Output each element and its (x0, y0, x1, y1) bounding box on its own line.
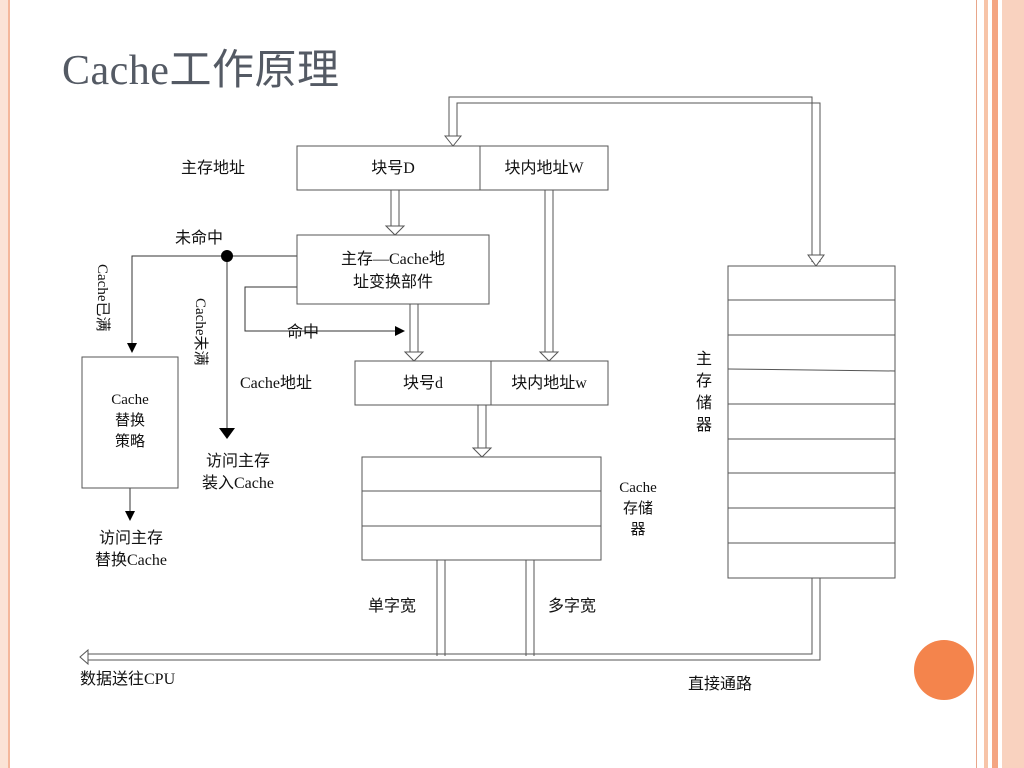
box-block-d (354, 360, 492, 406)
label-hit: 命中 (287, 323, 319, 341)
label-replace-3: 策略 (115, 433, 145, 450)
bus-to-cpu-arrowhead (79, 648, 89, 666)
loop-outer (448, 96, 813, 262)
label-cache-full: Cache已满 (94, 264, 111, 331)
label-main-mem-3: 储 (696, 394, 712, 412)
label-cache-not-full: Cache未满 (192, 298, 209, 365)
label-main-mem-1: 主 (696, 350, 712, 368)
label-block-d: 块号d (403, 374, 443, 392)
label-cache-mem-2: 存储 (623, 500, 653, 517)
box-block-D (296, 145, 481, 191)
hit-line (244, 286, 405, 336)
label-replace-1: Cache (111, 392, 149, 408)
label-single-word: 单字宽 (368, 597, 416, 615)
label-load-2: 装入Cache (202, 474, 274, 492)
arrow-D-transform (390, 190, 400, 226)
box-cache-memory (361, 456, 602, 561)
loop-inner (456, 102, 821, 262)
bus-multi-word (525, 560, 535, 656)
label-load-1: 访问主存 (206, 452, 270, 470)
box-main-memory (727, 265, 896, 579)
box-offset-w (490, 360, 609, 406)
label-cache-mem-1: Cache (619, 480, 657, 496)
label-cache-mem-3: 器 (630, 522, 645, 538)
miss-line (127, 255, 297, 353)
box-offset-W (479, 145, 609, 191)
bus-to-cpu (88, 578, 821, 661)
box-addr-transform (296, 234, 490, 305)
decorative-dot (914, 640, 974, 700)
label-block-D: 块号D (371, 159, 415, 177)
arrow-W-w (544, 190, 554, 352)
arrow-transform-d (409, 304, 419, 352)
label-repl-access-2: 替换Cache (95, 551, 167, 569)
loop-arrowhead-right (807, 254, 825, 267)
label-transform-2: 址变换部件 (353, 273, 433, 291)
box-cache-replace (81, 356, 179, 489)
label-cache-address: Cache地址 (240, 374, 312, 392)
label-direct-path: 直接通路 (688, 675, 752, 693)
slide-frame-left (0, 0, 10, 768)
label-offset-W: 块内地址W (504, 159, 584, 177)
load-arrowhead (219, 428, 235, 439)
label-multi-word: 多字宽 (548, 597, 596, 615)
loop-arrowhead (443, 135, 463, 147)
label-replace-2: 替换 (115, 412, 145, 429)
label-miss: 未命中 (175, 229, 223, 247)
label-to-cpu: 数据送往CPU (80, 670, 176, 688)
miss-junction (221, 250, 233, 262)
label-main-mem-4: 器 (696, 416, 712, 434)
label-main-mem-2: 存 (696, 372, 712, 390)
slide-frame-right (976, 0, 1024, 768)
bus-single-word (436, 560, 446, 656)
label-transform-1: 主存—Cache地 (341, 250, 445, 268)
slide-title: Cache工作原理 (62, 48, 340, 94)
memory-row-divider (727, 368, 896, 372)
label-main-address: 主存地址 (181, 159, 245, 177)
arrow-d-cache (477, 405, 487, 448)
label-offset-w: 块内地址w (511, 374, 587, 392)
label-repl-access-1: 访问主存 (99, 529, 163, 547)
